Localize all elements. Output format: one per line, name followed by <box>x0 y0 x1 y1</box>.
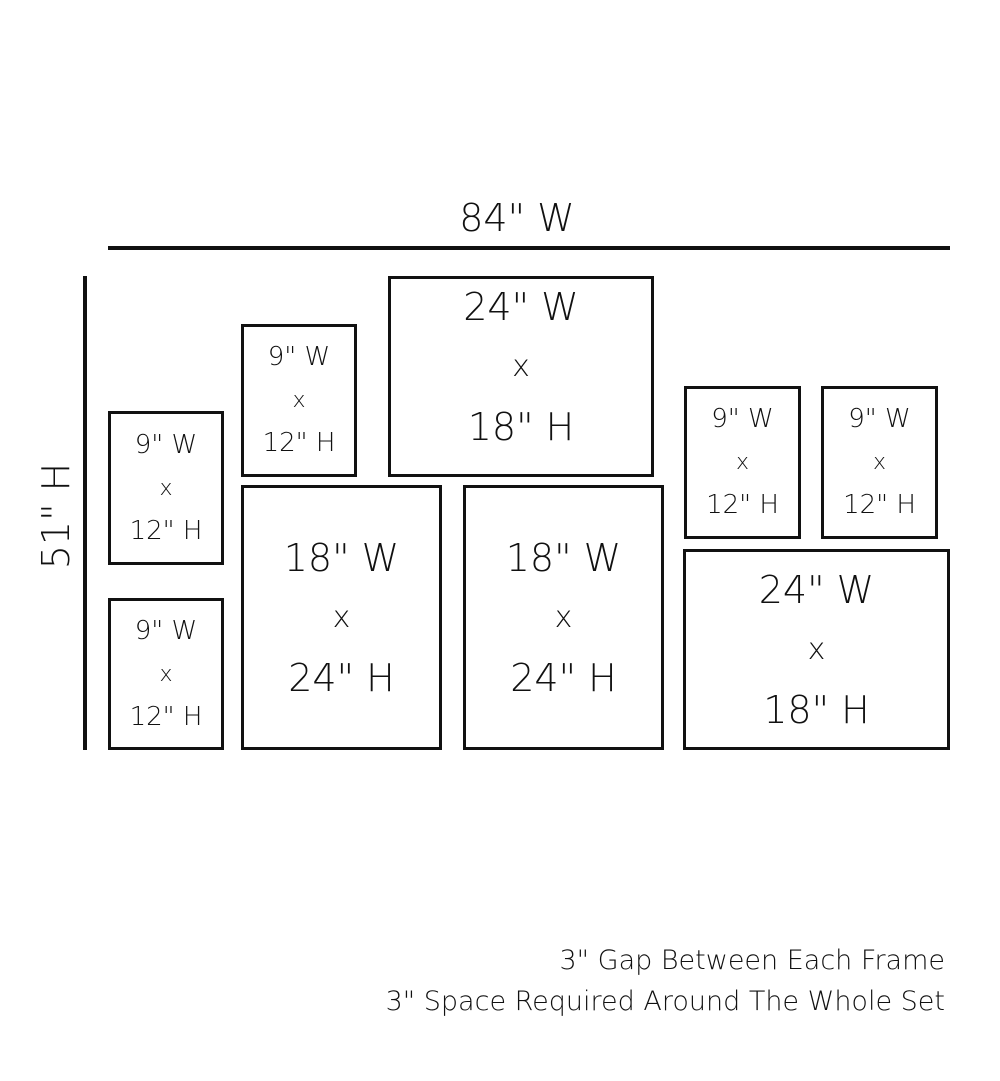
frame-width-label: 18" W <box>283 535 400 580</box>
frame-separator: x <box>735 450 749 475</box>
frame-9x12-left-top: 9" W x 12" H <box>108 411 224 565</box>
frame-18x24-left-center: 18" W x 24" H <box>241 485 442 750</box>
frame-height-label: 18" H <box>763 687 870 732</box>
frame-9x12-right-left: 9" W x 12" H <box>684 386 801 539</box>
frame-separator: x <box>807 631 826 667</box>
frame-height-label: 24" H <box>510 655 617 700</box>
frame-separator: x <box>554 599 573 635</box>
frame-width-label: 9" W <box>134 429 198 460</box>
frame-separator: x <box>292 388 306 413</box>
total-height-label: 51" H <box>34 462 78 570</box>
frame-height-label: 12" H <box>843 490 916 520</box>
frame-9x12-right-right: 9" W x 12" H <box>821 386 938 539</box>
frame-width-label: 18" W <box>505 535 622 580</box>
gap-note: 3" Gap Between Each Frame <box>559 945 945 976</box>
frame-separator: x <box>332 599 351 635</box>
layout-notes: 3" Gap Between Each Frame 3" Space Requi… <box>386 940 945 1022</box>
total-width-rule <box>108 246 950 250</box>
frame-width-label: 9" W <box>134 615 198 646</box>
frame-width-label: 9" W <box>267 342 331 372</box>
total-width-label: 84" W <box>459 196 575 240</box>
frame-width-label: 24" W <box>463 284 579 329</box>
frame-height-label: 12" H <box>706 490 779 520</box>
frame-height-label: 12" H <box>129 701 203 732</box>
frame-height-label: 12" H <box>262 428 336 458</box>
frame-height-label: 18" H <box>467 404 575 449</box>
frame-width-label: 9" W <box>711 404 774 434</box>
frame-24x18-top-center: 24" W x 18" H <box>388 276 654 477</box>
frame-separator: x <box>159 475 173 501</box>
frame-separator: x <box>512 348 530 384</box>
frame-24x18-right-bottom: 24" W x 18" H <box>683 549 950 750</box>
frame-height-label: 24" H <box>288 655 395 700</box>
frame-height-label: 12" H <box>129 515 203 546</box>
frame-width-label: 9" W <box>848 404 911 434</box>
frame-18x24-right-center: 18" W x 24" H <box>463 485 664 750</box>
frame-separator: x <box>159 661 173 687</box>
frame-separator: x <box>872 450 886 475</box>
frame-width-label: 24" W <box>758 567 875 612</box>
frame-9x12-left-bottom: 9" W x 12" H <box>108 598 224 750</box>
total-height-rule <box>83 276 87 750</box>
space-note: 3" Space Required Around The Whole Set <box>385 986 945 1017</box>
frame-9x12-second-column: 9" W x 12" H <box>241 324 357 477</box>
